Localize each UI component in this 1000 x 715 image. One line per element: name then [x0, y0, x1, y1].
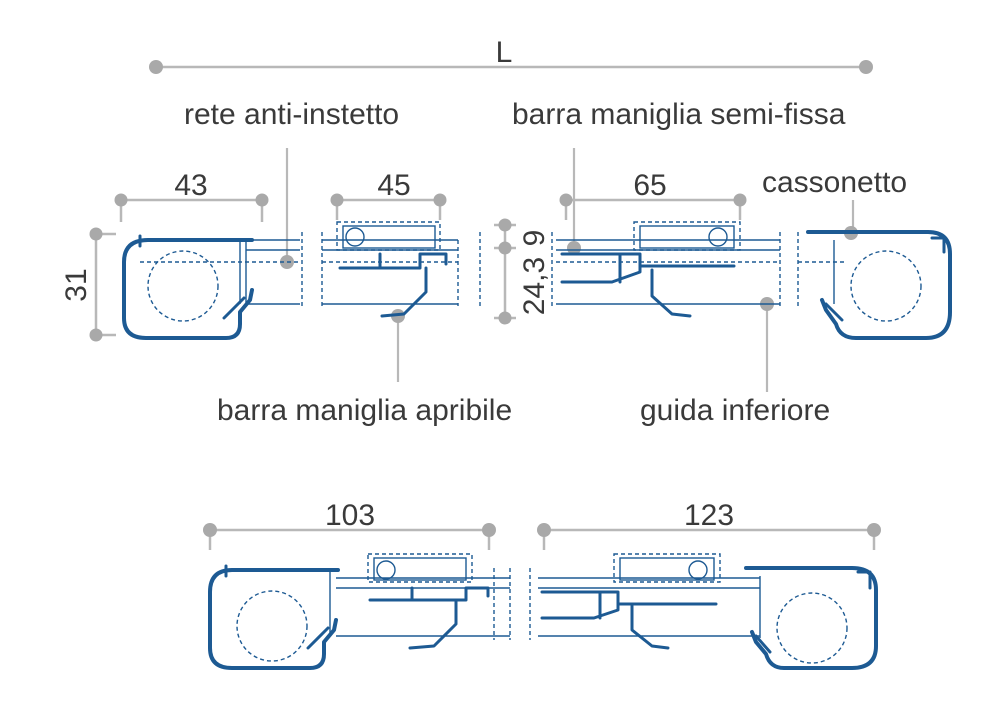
label-semi-fixed-bar: barra maniglia semi-fissa — [512, 98, 846, 131]
dimension-103: 103 — [203, 499, 496, 550]
dimension-43: 43 — [114, 169, 269, 222]
leader-lower-guide — [760, 297, 774, 392]
top-semi-fixed-handle-bar — [551, 221, 780, 318]
top-opening-handle-bar — [322, 221, 481, 318]
bottom-left-assembly — [208, 553, 511, 670]
top-net-rails — [140, 232, 323, 306]
dimension-31: 31 — [60, 227, 116, 342]
dimension-9-label: 9 — [518, 230, 551, 247]
label-lower-guide: guida inferiore — [640, 394, 830, 427]
leader-insect-net — [280, 148, 294, 269]
dimension-24-3-and-9: 24,3 9 — [494, 218, 551, 325]
dimension-L: L — [149, 36, 873, 74]
top-right-box-profile — [779, 230, 952, 340]
bottom-right-assembly — [529, 553, 878, 670]
dimension-31-label: 31 — [60, 268, 93, 301]
dimension-24-3-label: 24,3 — [518, 257, 551, 315]
dimension-65-label: 65 — [633, 169, 666, 202]
leader-semi-fixed-bar — [567, 148, 581, 255]
dimension-L-label: L — [496, 36, 513, 69]
dimension-123: 123 — [537, 499, 881, 550]
dimension-103-label: 103 — [325, 499, 375, 532]
dimension-65: 65 — [559, 169, 747, 220]
label-box: cassonetto — [762, 166, 907, 199]
dimension-123-label: 123 — [684, 499, 734, 532]
leader-opening-bar — [391, 309, 405, 382]
dimension-43-label: 43 — [174, 169, 207, 202]
dimension-45: 45 — [330, 169, 447, 220]
top-left-box-profile — [122, 234, 254, 340]
label-insect-net: rete anti-instetto — [184, 98, 399, 131]
label-opening-bar: barra maniglia apribile — [217, 394, 512, 427]
dimension-45-label: 45 — [377, 169, 410, 202]
